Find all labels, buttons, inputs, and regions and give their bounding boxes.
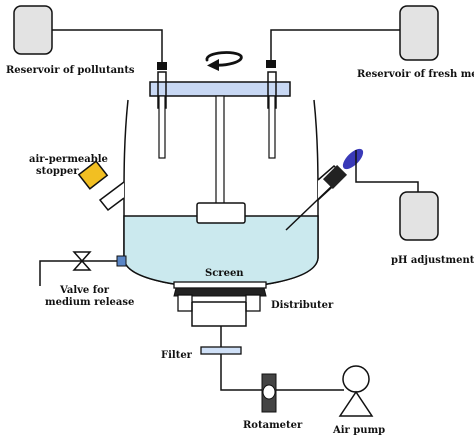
reactor-lid — [149, 81, 291, 97]
fresh-medium-dip-tube — [268, 95, 276, 159]
air-supply-line — [200, 326, 374, 417]
rotation-arrow-icon — [205, 51, 243, 71]
air-pump-icon — [338, 365, 374, 417]
distributer-foot-right — [245, 294, 261, 312]
ph-probe-tip — [342, 148, 364, 170]
screen-label: Screen — [205, 268, 244, 279]
release-valve — [39, 251, 127, 286]
valve-label-line2: medium release — [45, 297, 134, 308]
distributer-foot-left — [177, 294, 193, 312]
stirrer-shaft — [215, 95, 225, 205]
pollutant-feed-line — [52, 29, 163, 68]
stopper-label-line2: stopper — [36, 166, 79, 177]
fresh-medium-reservoir — [266, 5, 439, 68]
pollutant-reservoir-body — [13, 5, 53, 55]
stopper-label-line1: air-permeable — [29, 154, 108, 165]
valve-label-line1: Valve for — [59, 285, 110, 296]
screen — [173, 281, 267, 289]
fresh-medium-feed-line — [270, 29, 400, 62]
pollutant-dip-tube — [158, 95, 166, 159]
air-line-lower — [220, 354, 262, 391]
air-permeable-stopper — [77, 160, 109, 190]
ph-adjustment-reservoir — [355, 150, 439, 241]
distributer-label: Distributer — [271, 300, 334, 311]
valve-icon — [72, 251, 92, 271]
distributer-plate — [173, 287, 267, 297]
rotameter-float — [262, 384, 276, 400]
distributer-assembly — [173, 281, 267, 327]
ph-adjustment-reservoir-body — [399, 191, 439, 241]
pollutant-feed-connector — [157, 62, 167, 70]
fresh-medium-feed-connector — [266, 60, 276, 68]
ph-adjustment-line — [355, 150, 419, 194]
left-side-port — [98, 181, 125, 212]
ph-adjustment-label: pH adjustment — [391, 255, 474, 266]
distributer-chamber — [191, 301, 247, 327]
air-filter — [200, 346, 242, 355]
valve-port — [116, 255, 127, 267]
stirrer-impeller — [196, 202, 246, 224]
reactor-vessel — [77, 71, 364, 289]
fresh-medium-reservoir-label: Reservoir of fresh medium — [357, 69, 474, 80]
pollutant-reservoir — [13, 5, 167, 70]
air-pump-label: Air pump — [332, 425, 385, 436]
filter-label: Filter — [161, 350, 193, 361]
pollutant-reservoir-label: Reservoir of pollutants — [6, 65, 135, 76]
release-line — [39, 260, 117, 286]
fresh-medium-reservoir-body — [399, 5, 439, 61]
rotameter-label: Rotameter — [243, 420, 303, 431]
ph-probe — [285, 148, 364, 231]
